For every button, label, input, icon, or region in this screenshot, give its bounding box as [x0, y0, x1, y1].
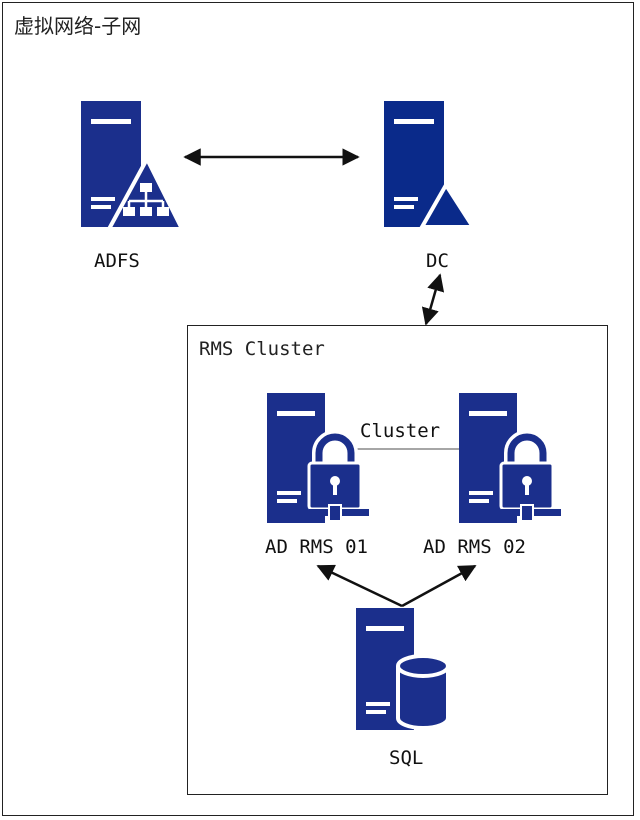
rms2-label: AD RMS 02 [423, 536, 526, 558]
dc-cluster-connector [421, 273, 445, 326]
sql-rms1-connector [316, 564, 403, 608]
adfs-server-icon [81, 101, 186, 231]
subnet-title: 虚拟网络-子网 [14, 14, 142, 38]
sql-server-database-icon [356, 608, 450, 730]
rms-cluster-boundary [187, 325, 608, 795]
sql-rms2-connector [401, 564, 477, 608]
domain-controller-server-icon [384, 101, 477, 229]
cluster-link-label: Cluster [360, 420, 441, 442]
rms1-label: AD RMS 01 [265, 536, 368, 558]
adfs-label: ADFS [94, 250, 140, 272]
rms2-server-lock-icon [459, 393, 561, 523]
sql-label: SQL [389, 747, 424, 769]
dc-label: DC [426, 250, 449, 272]
rms1-server-lock-icon [267, 393, 369, 523]
rms-cluster-title: RMS Cluster [199, 338, 325, 360]
